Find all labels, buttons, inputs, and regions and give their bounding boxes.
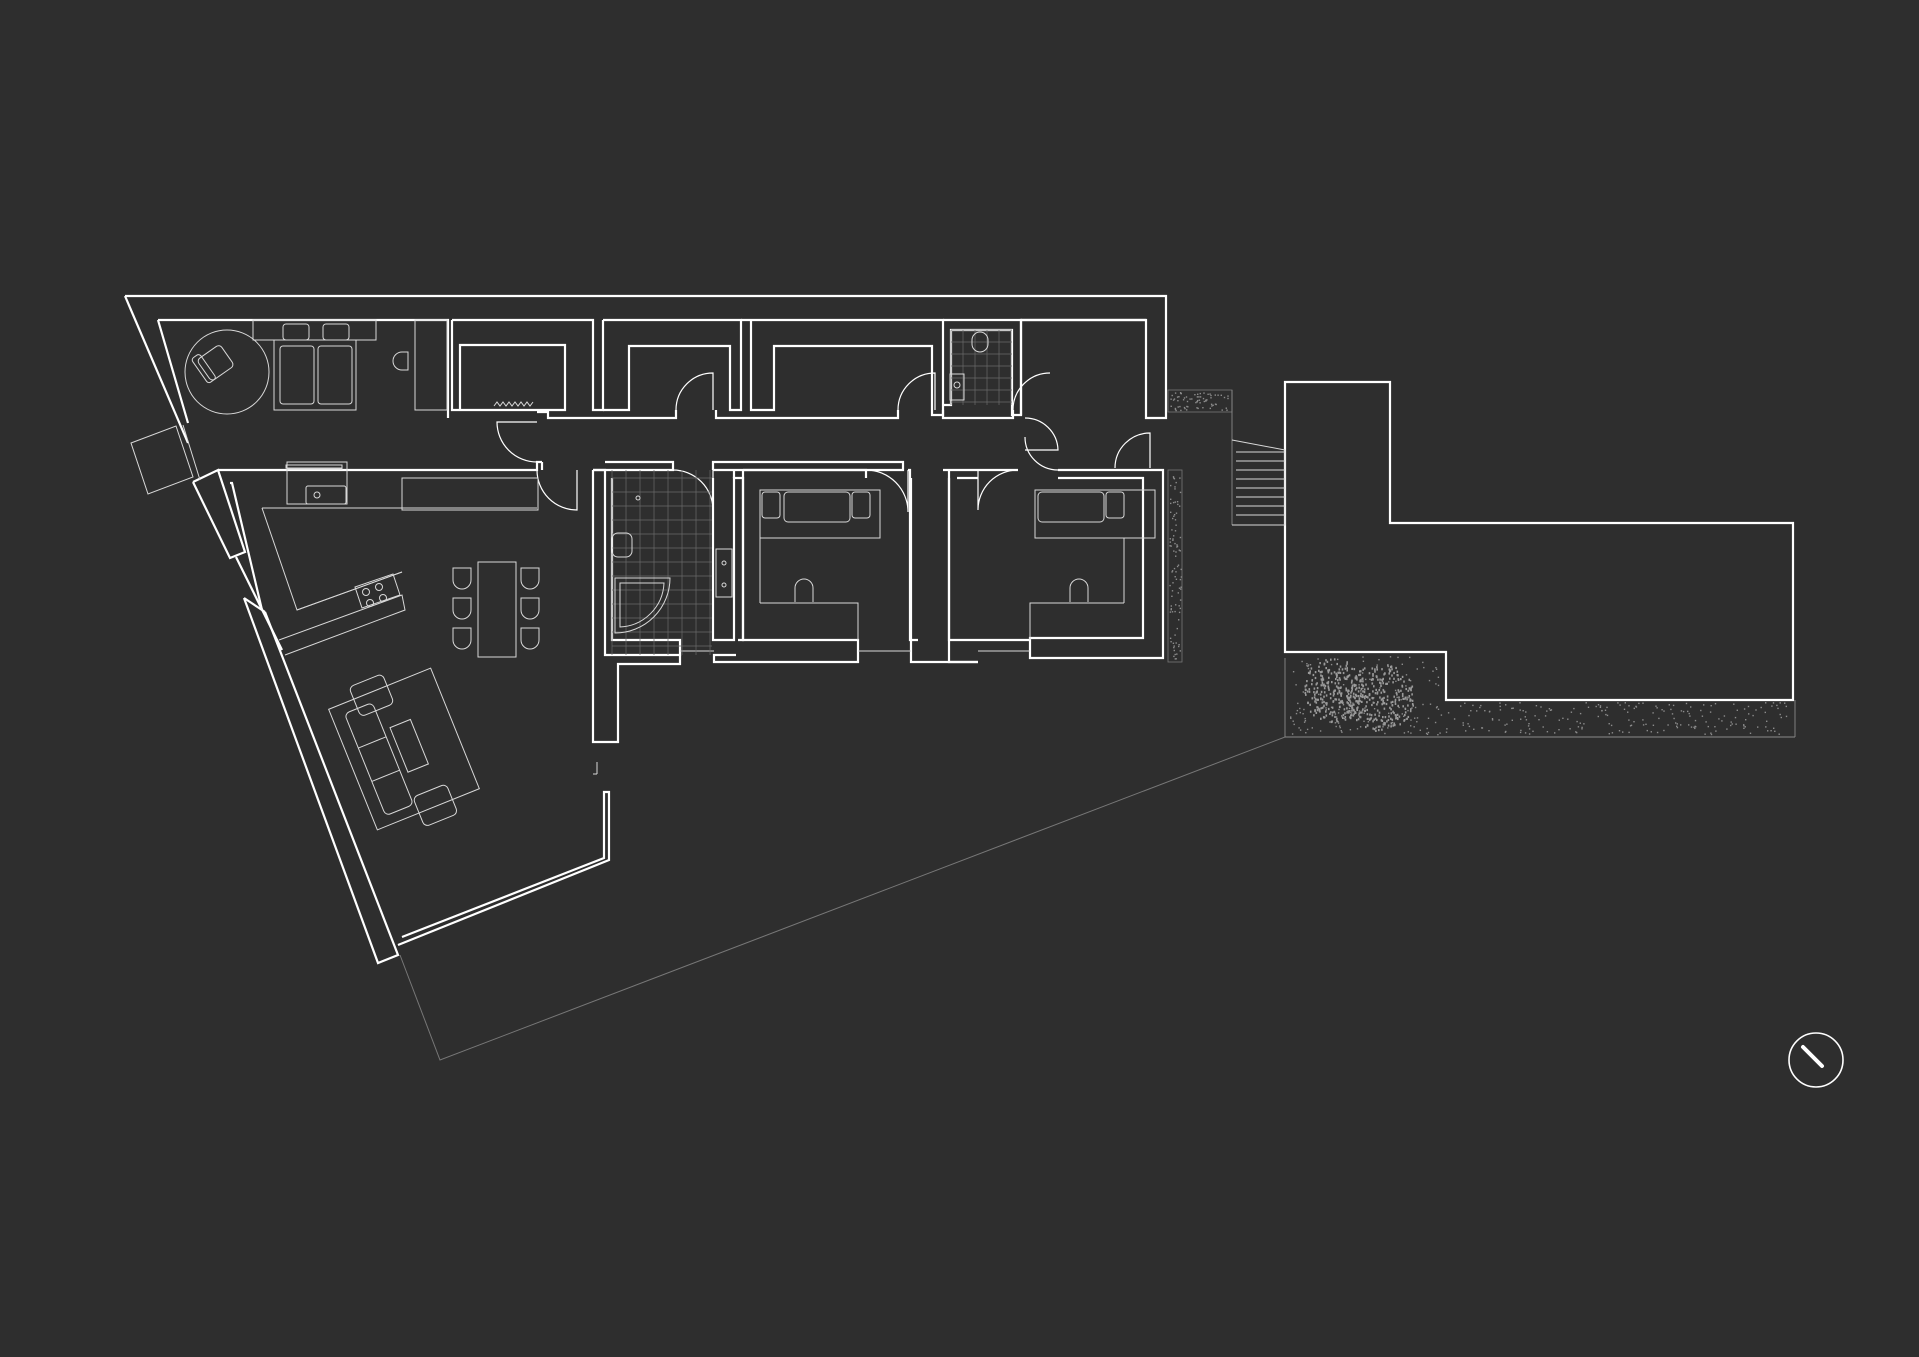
entry-marker: [593, 762, 598, 775]
dining-chair: [452, 567, 472, 590]
bedroom-2-furniture: [1029, 489, 1156, 640]
dining-chair: [452, 627, 472, 650]
living-room: [328, 667, 480, 831]
kitchen: [261, 461, 539, 656]
exterior-stair: [1231, 390, 1286, 526]
gravel-dots: [1169, 392, 1788, 736]
bathroom: [611, 470, 733, 655]
wc: [949, 329, 1012, 405]
tree: [1346, 664, 1414, 732]
radiator: [285, 401, 534, 469]
north-wing-rooms: [450, 318, 1146, 420]
exterior-walls: [123, 294, 1168, 965]
north-arrow-icon: [1788, 1032, 1844, 1088]
dining: [452, 561, 540, 658]
terrace-box: [130, 424, 201, 495]
trees: [1304, 658, 1414, 732]
dining-chair: [452, 597, 472, 620]
south-wing-rooms: [593, 460, 1165, 664]
dining-chair: [520, 597, 540, 620]
outbuilding: [1283, 380, 1796, 738]
dining-chair: [520, 567, 540, 590]
dining-chair: [520, 627, 540, 650]
tree: [1304, 658, 1366, 724]
upper-bedroom-furniture: [184, 319, 448, 415]
doors: [496, 372, 1151, 513]
bedroom-1-furniture: [759, 489, 881, 640]
gravel-area: [1167, 389, 1233, 663]
site-boundary: [399, 736, 1795, 1061]
